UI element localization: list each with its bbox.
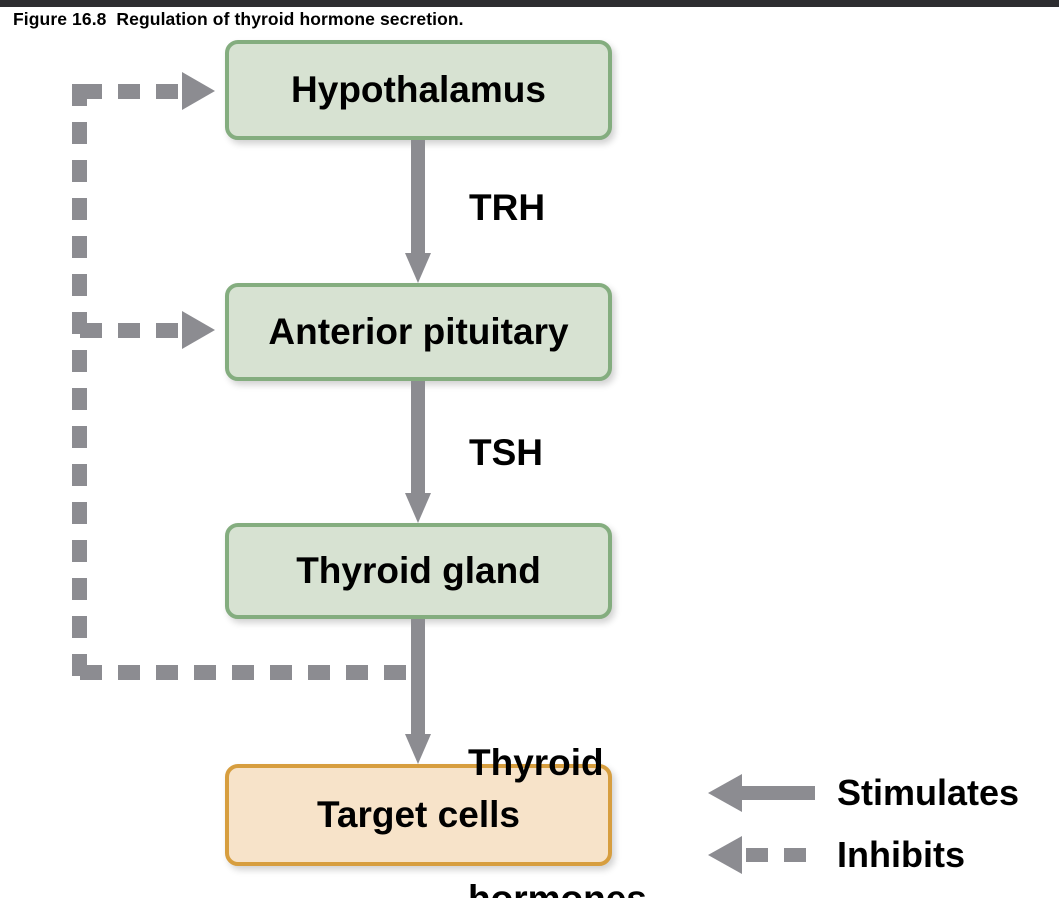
- edge-label-tsh: TSH: [469, 432, 543, 473]
- legend-item-inhibits: Inhibits: [708, 834, 965, 876]
- legend-label-stimulates: Stimulates: [837, 772, 1020, 813]
- legend-item-stimulates: Stimulates: [708, 772, 1019, 814]
- node-anterior-pituitary[interactable]: Anterior pituitary: [225, 283, 612, 381]
- arrowhead-right-inhibit-hypothalamus-icon: [182, 72, 215, 110]
- inhibit-branch-to-hypothalamus: [80, 84, 182, 99]
- legend-solid-arrow-icon: [708, 773, 815, 813]
- arrowhead-left-icon: [708, 774, 742, 812]
- node-thyroid-gland[interactable]: Thyroid gland: [225, 523, 612, 619]
- legend-dashed-arrow-icon: [708, 835, 816, 875]
- figure-title: Figure 16.8 Regulation of thyroid hormon…: [13, 9, 464, 29]
- arrow-stem: [411, 140, 425, 253]
- top-bar: [0, 0, 1059, 7]
- arrow-stem: [411, 619, 425, 734]
- arrow-down-tsh-icon: [405, 381, 431, 523]
- arrowhead-down-icon: [405, 253, 431, 283]
- legend-arrow-stem: [741, 786, 815, 800]
- arrowhead-right-inhibit-anterior-pituitary-icon: [182, 311, 215, 349]
- inhibit-feedback-from-thyroid-hormones: [80, 665, 412, 680]
- edge-label-thyroid-hormones-line1: Thyroid: [468, 742, 604, 784]
- node-target-cells[interactable]: Target cells: [225, 764, 612, 866]
- arrowhead-left-icon: [708, 836, 742, 874]
- legend-arrow-dashed-stem: [746, 848, 816, 862]
- node-anterior-pituitary-label: Anterior pituitary: [268, 310, 569, 352]
- arrowhead-down-icon: [405, 493, 431, 523]
- inhibit-feedback-trunk: [72, 84, 87, 680]
- node-hypothalamus-label: Hypothalamus: [291, 68, 546, 110]
- node-hypothalamus[interactable]: Hypothalamus: [225, 40, 612, 140]
- arrow-down-trh-icon: [405, 140, 431, 283]
- inhibit-branch-to-anterior-pituitary: [80, 323, 182, 338]
- arrow-down-thyroid-hormones-icon: [405, 619, 431, 764]
- node-thyroid-gland-label: Thyroid gland: [296, 549, 541, 591]
- arrow-stem: [411, 381, 425, 493]
- node-target-cells-label: Target cells: [317, 793, 520, 835]
- edge-label-trh: TRH: [469, 187, 546, 228]
- arrowhead-down-icon: [405, 734, 431, 764]
- legend-label-inhibits: Inhibits: [837, 834, 965, 875]
